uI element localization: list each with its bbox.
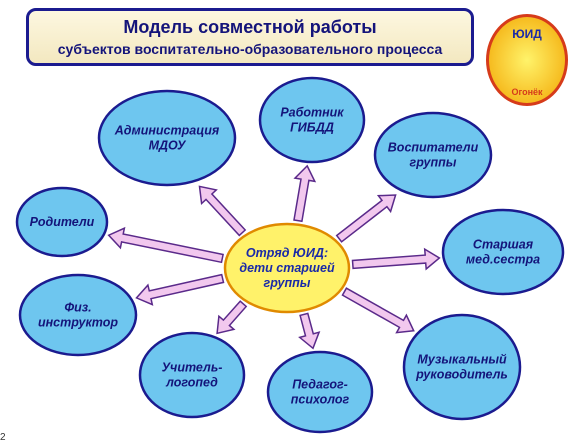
arrow-to-parents	[107, 226, 224, 264]
node-speech-label-line: логопед	[165, 376, 218, 390]
node-speech-label-line: Учитель-	[162, 361, 223, 375]
node-speech-ellipse	[138, 331, 246, 419]
node-gibdd-ellipse	[258, 76, 366, 164]
node-parents-ellipse	[15, 186, 109, 258]
node-psychologist-ellipse	[266, 350, 374, 434]
node-music-label-line: руководитель	[415, 368, 508, 382]
arrow-to-administration	[198, 185, 247, 237]
title-box: Модель совместной работы субъектов воспи…	[26, 8, 474, 66]
node-nurse-label-line: Старшая	[473, 238, 534, 252]
stray-character: 2	[0, 432, 6, 443]
yuid-badge-logo: ЮИД Огонёк	[486, 14, 568, 106]
node-gibdd-label-line: ГИБДД	[290, 121, 334, 135]
node-nurse-ellipse	[441, 208, 565, 296]
node-administration-label-line: МДОУ	[149, 139, 187, 153]
node-administration-ellipse	[97, 89, 237, 187]
arrow-to-speech	[216, 300, 248, 335]
node-educators-label-line: Воспитатели	[388, 141, 479, 155]
node-educators-label-line: группы	[410, 156, 457, 170]
node-parents-label-line: Родители	[30, 215, 95, 229]
node-pe-ellipse	[18, 273, 138, 357]
arrow-to-nurse	[351, 247, 441, 271]
node-administration-label-line: Администрация	[114, 124, 220, 138]
node-psychologist: Педагог-психолог	[266, 350, 374, 434]
center-node-label-line: Отряд ЮИД:	[246, 246, 328, 260]
arrow-to-psychologist	[298, 312, 321, 350]
node-pe-label-line: Физ.	[64, 301, 91, 315]
node-parents: Родители	[15, 186, 109, 258]
center-node-label-line: дети старшей	[239, 261, 335, 275]
center-node-label-line: группы	[264, 276, 311, 290]
node-gibdd-label-line: Работник	[280, 106, 344, 120]
arrow-to-pe	[135, 273, 225, 306]
arrow-to-music	[341, 287, 415, 334]
node-music-ellipse	[402, 313, 522, 421]
node-nurse-label-line: мед.сестра	[466, 253, 540, 267]
title-main: Модель совместной работы	[123, 17, 377, 37]
title-sub: субъектов воспитательно-образовательного…	[57, 41, 443, 57]
node-music-label-line: Музыкальный	[417, 353, 507, 367]
node-speech: Учитель-логопед	[138, 331, 246, 419]
node-psychologist-label-line: Педагог-	[292, 378, 348, 392]
badge-bottom-text: Огонёк	[511, 87, 543, 97]
arrow-to-educators	[335, 194, 397, 243]
badge-top-text: ЮИД	[512, 27, 542, 41]
node-psychologist-label-line: психолог	[291, 393, 350, 407]
node-educators-ellipse	[373, 111, 493, 199]
arrow-to-gibdd	[293, 164, 317, 223]
node-pe-label-line: инструктор	[38, 316, 118, 330]
node-pe: Физ.инструктор	[18, 273, 138, 357]
center-node-ellipse	[223, 222, 351, 314]
